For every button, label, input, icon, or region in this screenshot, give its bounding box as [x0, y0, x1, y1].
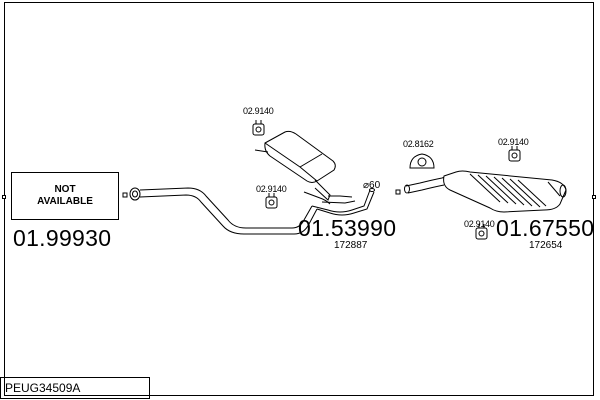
- not-available-line2: AVAILABLE: [37, 196, 93, 207]
- hanger-part-number: 02.9140: [464, 219, 495, 229]
- hanger-drawing-1: [252, 120, 265, 136]
- hanger-part-number: 02.8162: [403, 139, 434, 149]
- drawing-frame: [4, 2, 594, 396]
- hanger-drawing-5: [475, 224, 488, 240]
- middle-silencer-ref: 172887: [334, 240, 368, 251]
- middle-silencer-part-number: 01.53990: [298, 215, 397, 241]
- connector-marker: [122, 192, 128, 198]
- rear-silencer-ref: 172654: [529, 240, 563, 251]
- hanger-drawing-4: [508, 146, 521, 162]
- frame-marker-right: [592, 195, 596, 199]
- middle-silencer-drawing: [254, 130, 375, 216]
- hanger-part-number: 02.9140: [243, 106, 274, 116]
- hanger-drawing-2: [265, 193, 278, 209]
- frame-marker-left: [2, 195, 6, 199]
- hanger-part-number: 02.9140: [256, 184, 287, 194]
- rear-silencer-part-number: 01.67550: [496, 215, 595, 241]
- hanger-part-number: 02.9140: [498, 137, 529, 147]
- not-available-box: NOT AVAILABLE: [11, 172, 119, 220]
- front-pipe-drawing: [129, 187, 318, 235]
- pipe-diameter-label: ⌀60: [363, 180, 381, 191]
- not-available-line1: NOT: [54, 184, 76, 195]
- drawing-code-box: PEUG34509A: [0, 377, 150, 399]
- front-pipe-part-number: 01.99930: [13, 225, 112, 251]
- hanger-drawing-3: [409, 153, 435, 169]
- rear-silencer-drawing: [404, 170, 567, 213]
- connector-marker-2: [395, 189, 401, 195]
- drawing-code: PEUG34509A: [5, 381, 81, 395]
